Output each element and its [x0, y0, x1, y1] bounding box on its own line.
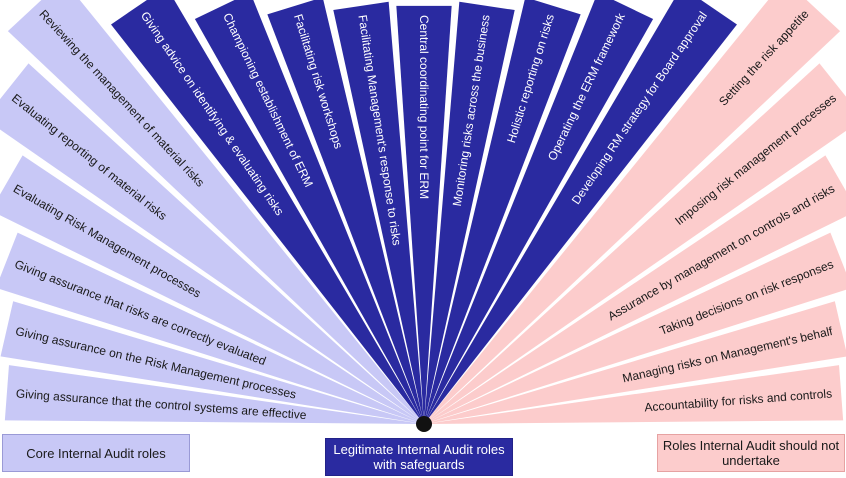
wedge-shape [426, 0, 737, 421]
wedge-shape [427, 365, 844, 424]
wedge-shape [267, 0, 424, 421]
role-wedge-not_undertake: Managing risks on Management's behalf [427, 301, 846, 424]
role-wedge-not_undertake: Accountability for risks and controls [427, 365, 844, 424]
wedge-shape [426, 63, 846, 422]
wedge-shape [4, 365, 421, 424]
role-wedge-legitimate: Central coordinating point for ERM [396, 5, 452, 421]
legend-not-undertake-roles: Roles Internal Audit should not undertak… [657, 434, 845, 472]
wedge-shape [111, 0, 422, 421]
wedge-shape [0, 155, 421, 423]
wedge-shape [194, 0, 423, 421]
wedge-shape [333, 1, 424, 421]
role-wedge-core: Giving assurance that the control system… [4, 365, 421, 424]
legend-legitimate-roles: Legitimate Internal Audit roles with saf… [325, 438, 513, 476]
wedge-shape [426, 0, 841, 422]
wedge-shape [0, 63, 422, 422]
wedge-shape [424, 0, 581, 421]
wedge-shape [424, 1, 515, 421]
wedge-shape [7, 0, 422, 422]
fan-hub [416, 416, 432, 432]
legend-core-roles: Core Internal Audit roles [2, 434, 190, 472]
wedge-label: Central coordinating point for ERM [417, 15, 431, 199]
wedge-shape [427, 232, 846, 423]
role-fan-diagram: Giving assurance that the control system… [0, 0, 846, 432]
legend-legitimate-label: Legitimate Internal Audit roles with saf… [333, 442, 505, 472]
wedge-shape [425, 0, 654, 421]
legend-core-label: Core Internal Audit roles [26, 445, 166, 461]
wedge-shape [0, 232, 421, 423]
wedge-shape [427, 301, 846, 424]
wedge-shape [427, 155, 846, 423]
wedge-shape [0, 301, 421, 424]
legend-not-undertake-label: Roles Internal Audit should not undertak… [662, 438, 840, 468]
wedge-shape [396, 5, 452, 421]
